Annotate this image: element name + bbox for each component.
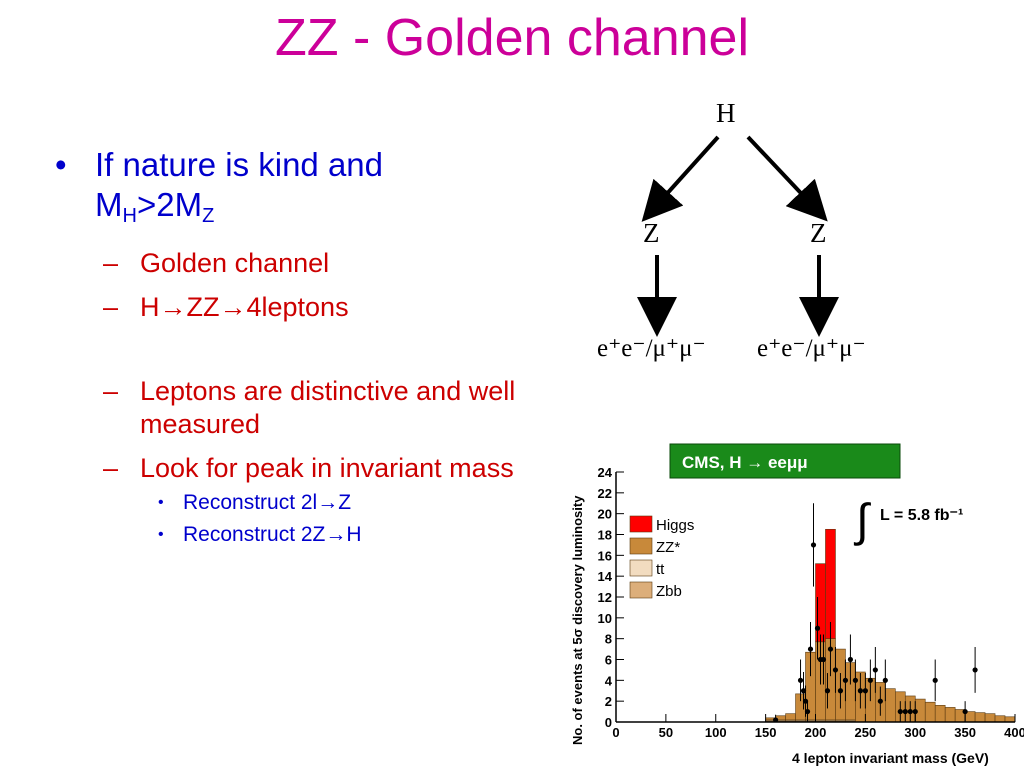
bar-zzstar-23 <box>994 715 1006 723</box>
x-tick-label-250: 250 <box>855 725 877 740</box>
data-point-13 <box>837 688 844 694</box>
label-leptons-right: e⁺e⁻/μ⁺μ⁻ <box>757 335 866 362</box>
arrow-h-to-z-left <box>641 135 720 222</box>
legend-swatch-1 <box>629 537 653 555</box>
legend-swatch-2 <box>629 559 653 577</box>
label-z-left: Z <box>643 218 660 248</box>
legend-swatch-0 <box>629 515 653 533</box>
x-tick-label-150: 150 <box>755 725 777 740</box>
x-tick-label-400: 400 <box>1004 725 1024 740</box>
data-point-22 <box>882 677 888 683</box>
bullet-marker: • <box>55 146 67 183</box>
bar-zzstar-17 <box>934 705 946 723</box>
x-tick-label-200: 200 <box>805 725 827 740</box>
y-tick-label-2: 2 <box>605 694 612 709</box>
data-point-20 <box>872 667 878 673</box>
data-point-17 <box>857 688 863 694</box>
data-point-19 <box>867 677 873 683</box>
bar-zzstar-24 <box>1004 716 1016 723</box>
integral-sign: ∫ <box>853 494 871 546</box>
x-tick-label-300: 300 <box>904 725 926 740</box>
data-point-15 <box>847 656 854 663</box>
legend-label-2: tt <box>656 561 665 578</box>
y-tick-label-8: 8 <box>605 632 612 647</box>
data-point-6 <box>810 542 817 548</box>
legend-swatch-3 <box>629 581 653 599</box>
x-tick-label-100: 100 <box>705 725 727 740</box>
bullet-main-text: If nature is kind and <box>95 146 384 183</box>
data-point-23 <box>897 708 903 715</box>
bullet-main: • If nature is kind and MH>2MZ <box>55 145 525 236</box>
x-tick-label-0: 0 <box>612 725 619 740</box>
y-tick-label-18: 18 <box>598 528 612 543</box>
data-point-28 <box>962 708 968 715</box>
x-tick-label-350: 350 <box>954 725 976 740</box>
data-point-16 <box>852 677 858 683</box>
y-tick-label-22: 22 <box>598 486 612 501</box>
y-tick-label-6: 6 <box>605 653 612 668</box>
y-axis-label: No. of events at 5σ discovery luminosity <box>570 495 585 745</box>
data-point-3 <box>802 698 809 704</box>
bar-zzstar-16 <box>924 701 936 723</box>
mass-condition: MH>2MZ <box>95 186 215 227</box>
label-higgs: H <box>716 98 736 128</box>
sub-bullet-golden: –Golden channel <box>103 248 330 278</box>
data-point-5 <box>807 646 814 652</box>
y-tick-label-0: 0 <box>605 715 612 730</box>
data-point-18 <box>862 688 868 694</box>
bar-zzstar-22 <box>984 713 996 723</box>
data-point-27 <box>932 677 938 683</box>
x-axis-label: 4 lepton invariant mass (GeV) <box>792 750 989 766</box>
data-point-12 <box>832 667 839 673</box>
sub-bullet-peak: –Look for peak in invariant mass <box>103 453 514 483</box>
luminosity-label: L = 5.8 fb⁻¹ <box>880 507 963 524</box>
y-tick-label-20: 20 <box>598 507 612 522</box>
legend-label-0: Higgs <box>656 517 694 534</box>
label-z-right: Z <box>810 218 827 248</box>
data-point-1 <box>797 677 804 683</box>
bullet-list: • If nature is kind and MH>2MZ –Golden c… <box>55 145 525 549</box>
cms-title-box <box>669 443 901 479</box>
y-tick-label-16: 16 <box>598 548 612 563</box>
chart-title: CMS, H → eeμμ <box>682 453 808 472</box>
sub-sub-bullet-z: •Reconstruct 2l→Z <box>158 491 352 514</box>
data-point-2 <box>800 688 807 694</box>
data-point-7 <box>814 625 821 631</box>
bar-zzstar-18 <box>944 707 956 723</box>
data-point-9 <box>820 656 827 663</box>
data-point-10 <box>824 688 831 694</box>
data-point-24 <box>902 708 908 715</box>
data-point-0 <box>773 717 779 723</box>
decay-diagram <box>637 135 839 337</box>
legend-label-1: ZZ* <box>656 539 680 556</box>
data-point-14 <box>842 677 849 683</box>
sub-bullet-decay: –H→ZZ→4leptons <box>103 292 349 322</box>
data-point-26 <box>912 708 918 715</box>
data-point-29 <box>972 667 978 673</box>
sub-bullet-leptons: –Leptons are distinctive and well measur… <box>103 376 516 439</box>
slide-title: ZZ - Golden channel <box>274 9 750 67</box>
label-leptons-left: e⁺e⁻/μ⁺μ⁻ <box>597 335 706 362</box>
bar-zzstar-21 <box>974 712 986 723</box>
y-tick-label-14: 14 <box>598 569 613 584</box>
data-point-4 <box>804 708 811 715</box>
sub-sub-bullet-h: •Reconstruct 2Z→H <box>158 523 362 546</box>
legend-label-3: Zbb <box>656 583 682 600</box>
bar-zzstar-2 <box>785 713 796 721</box>
data-point-21 <box>877 698 883 704</box>
y-tick-label-12: 12 <box>598 590 612 605</box>
x-tick-label-50: 50 <box>659 725 673 740</box>
arrow-h-to-z-right <box>746 135 828 222</box>
y-tick-label-10: 10 <box>598 611 612 626</box>
data-point-25 <box>907 708 913 715</box>
bar-zzstar-12 <box>885 688 896 723</box>
y-tick-label-24: 24 <box>598 465 613 480</box>
y-tick-label-4: 4 <box>605 673 613 688</box>
data-point-11 <box>827 646 834 652</box>
